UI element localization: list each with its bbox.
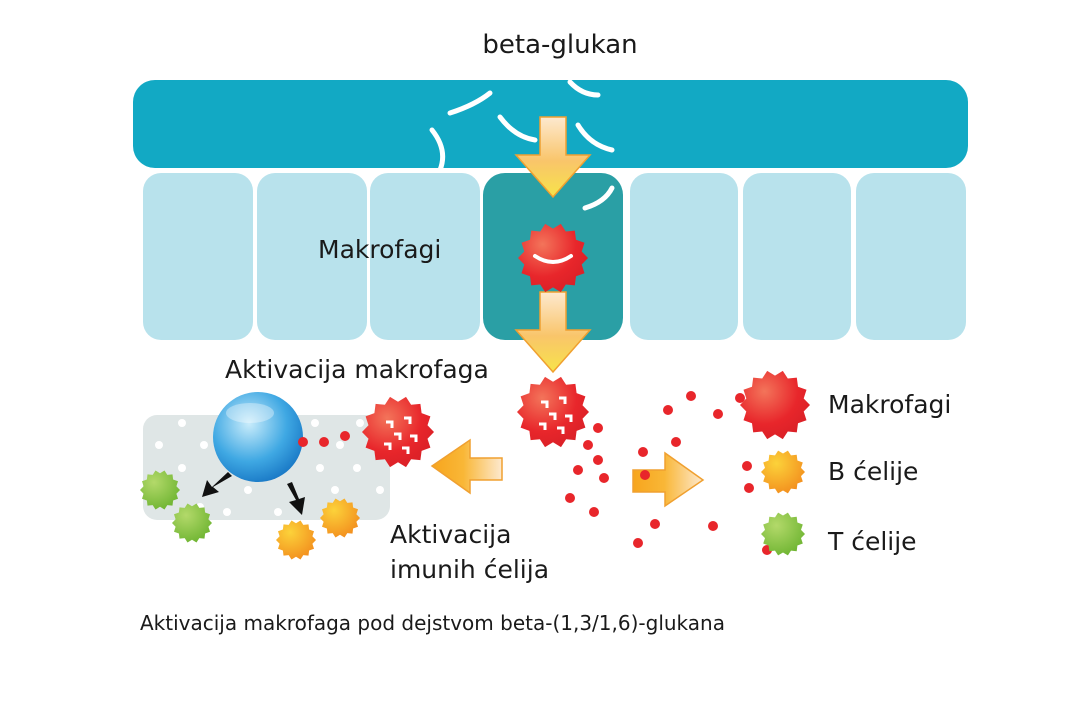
aktivacija-makrofaga-label: Aktivacija makrofaga: [225, 355, 489, 384]
cell: [630, 173, 738, 340]
cytokine-dot: [663, 405, 673, 415]
arrow-icon: [202, 472, 232, 497]
glucan-fragments: [429, 79, 615, 211]
lymph-node-sphere-icon: [213, 392, 303, 482]
cell: [370, 173, 480, 340]
fragment-icon: [557, 426, 565, 434]
cell: [743, 173, 851, 340]
zone-dot: [331, 486, 339, 494]
fragment-icon: [394, 432, 402, 440]
cytokine-dot: [589, 507, 599, 517]
activated-macrophage-icon: [362, 396, 434, 468]
cytokine-dot: [593, 423, 603, 433]
zone-dot: [200, 441, 208, 449]
fragment-icon: [384, 442, 392, 450]
cytokine-dot: [593, 455, 603, 465]
cytokine-dot: [573, 465, 583, 475]
cytokine-dot: [340, 431, 350, 441]
t-cell-icon: [172, 503, 212, 543]
zone-dot: [376, 486, 384, 494]
cytokine-dot: [565, 493, 575, 503]
glucan-icon: [582, 185, 615, 211]
cytokine-dot: [583, 440, 593, 450]
arrow-down-icon: [514, 116, 592, 199]
legend-b-celije: B ćelije: [828, 457, 918, 486]
fragment-icon: [402, 446, 410, 454]
glucan-icon: [497, 114, 538, 143]
zone-dot: [178, 419, 186, 427]
legend-b-cell-icon: [761, 450, 805, 494]
arrow-right-icon: [632, 451, 705, 508]
cytokine-dot: [298, 437, 308, 447]
glucan-icon: [567, 79, 601, 98]
legend-macrophage-icon: [740, 370, 810, 440]
zone-dot: [316, 464, 324, 472]
activated-macrophage-icon: [517, 376, 589, 448]
caption: Aktivacija makrofaga pod dejstvom beta-(…: [140, 611, 725, 635]
cell: [257, 173, 367, 340]
fragment-icon: [539, 422, 547, 430]
zone-dot: [178, 464, 186, 472]
zone-dot: [155, 441, 163, 449]
cell-row: [143, 173, 966, 340]
zone-dot: [311, 419, 319, 427]
title: beta-glukan: [482, 30, 637, 60]
macrophage-icon: [518, 223, 588, 293]
legend-t-cell-icon: [761, 512, 805, 556]
cell: [143, 173, 253, 340]
fragment-icon: [386, 420, 394, 428]
zone-dot: [244, 486, 252, 494]
arrow-down-icon: [514, 291, 592, 374]
cytokine-dot: [742, 461, 752, 471]
cytokine-dots: [298, 391, 772, 555]
zone-dot: [336, 441, 344, 449]
glucan-icon: [429, 127, 446, 173]
fragment-icon: [559, 396, 567, 404]
cytokine-dot: [638, 447, 648, 457]
b-cell-icon: [320, 498, 360, 538]
cytokine-dot: [319, 437, 329, 447]
aktivacija-line2: imunih ćelija: [390, 555, 549, 584]
cytokine-dot: [735, 393, 745, 403]
fragment-icon: [404, 416, 412, 424]
cytokine-dot: [650, 519, 660, 529]
legend-makrofagi: Makrofagi: [828, 390, 951, 419]
arrow-icon: [287, 482, 305, 515]
fragment-icon: [549, 412, 557, 420]
fragment-icon: [565, 414, 573, 422]
zone-dot: [223, 508, 231, 516]
fragment-icon: [410, 434, 418, 442]
glucan-icon: [575, 122, 615, 153]
cytokine-dot: [708, 521, 718, 531]
cytokine-dot: [599, 473, 609, 483]
zone-dot: [274, 508, 282, 516]
cells: [140, 223, 810, 560]
cytokine-dot: [686, 391, 696, 401]
cytokine-dot: [713, 409, 723, 419]
cytokine-dot: [744, 483, 754, 493]
glucan-icon: [533, 254, 573, 264]
cytokine-dot: [640, 470, 650, 480]
legend: Makrofagi B ćelije T ćelije: [827, 390, 951, 556]
makrofagi-cell-label: Makrofagi: [318, 235, 441, 264]
zone-dot: [353, 464, 361, 472]
cell: [856, 173, 966, 340]
b-cell-icon: [276, 520, 316, 560]
cytokine-dot: [671, 437, 681, 447]
glucan-icon: [447, 90, 493, 116]
legend-t-celije: T ćelije: [827, 527, 917, 556]
aktivacija-line1: Aktivacija: [390, 520, 511, 549]
cytokine-dot: [633, 538, 643, 548]
arrow-left-icon: [430, 438, 503, 495]
fragment-icon: [541, 400, 549, 408]
t-cell-icon: [140, 470, 180, 510]
zone-dot: [356, 419, 364, 427]
